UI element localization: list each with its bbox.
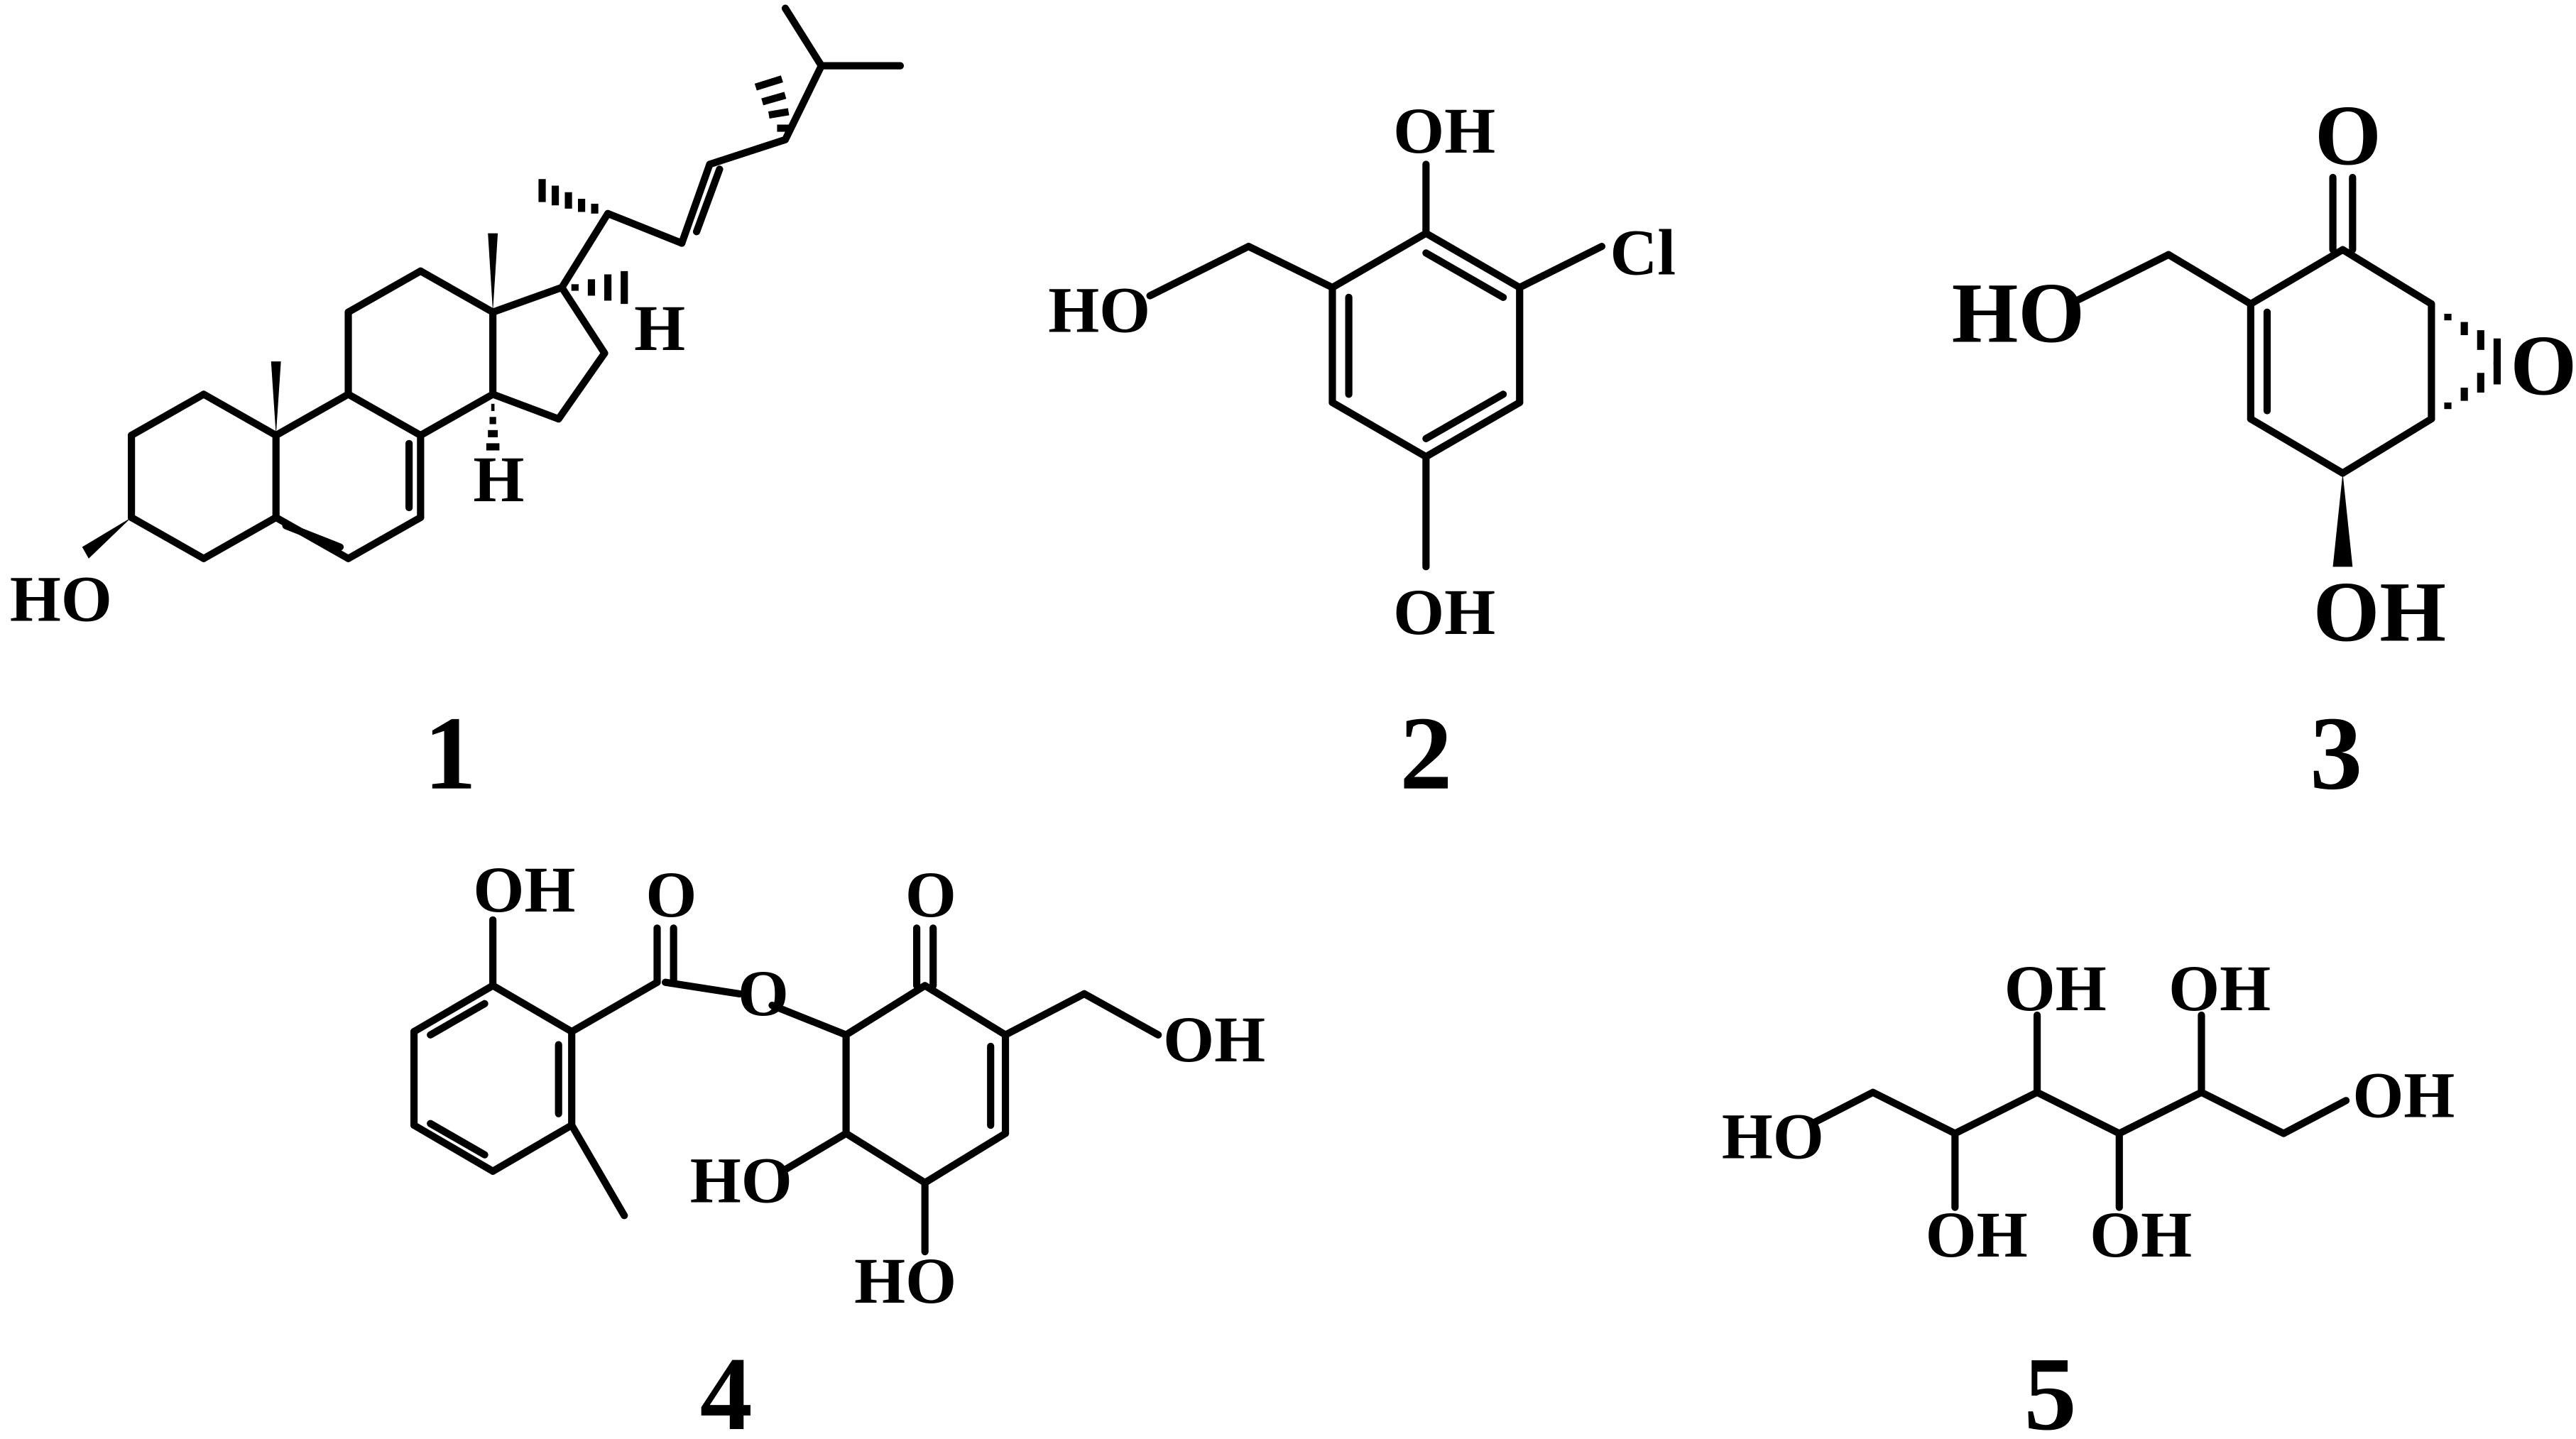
compound-1: HO H H 1 [10, 4, 905, 812]
compound-5: HO OH OH OH OH OH 5 [1722, 953, 2455, 1439]
compound-4-phenol-oh-label: OH [473, 854, 575, 926]
compound-3-number: 3 [2310, 696, 2362, 812]
compound-2-chloro-label: Cl [1610, 217, 1676, 289]
compound-4-carbonyl-o-label: O [645, 859, 697, 931]
compound-2-bottom-oh-label: OH [1393, 576, 1495, 649]
compound-5-right-oh-label: OH [2352, 1059, 2455, 1132]
compound-3-epoxide-o-label: O [2510, 319, 2576, 413]
compound-2-number: 2 [1399, 696, 1452, 812]
compound-2-top-oh-label: OH [1393, 95, 1495, 168]
compound-5-top-oh-b-label: OH [2168, 953, 2271, 1025]
compound-1-h17-label: H [634, 292, 685, 365]
compound-5-bottom-oh-a-label: OH [1926, 1199, 2028, 1271]
compound-3-hydroxymethyl-label: HO [1952, 266, 2085, 361]
compound-4-hydroxymethyl-oh-label: OH [1163, 1004, 1265, 1076]
compound-3-bottom-oh-label: OH [2313, 565, 2446, 660]
compound-5-top-oh-a-label: OH [2004, 953, 2107, 1025]
compound-4-number: 4 [700, 1336, 753, 1439]
compound-3: O HO O OH 3 [1952, 89, 2576, 811]
compound-1-h14-label: H [473, 444, 524, 516]
compound-5-number: 5 [2024, 1336, 2077, 1439]
compound-2: OH Cl HO OH 2 [1048, 95, 1676, 811]
compound-4-ring-oh-a-label: HO [690, 1145, 792, 1218]
compound-1-hydroxyl-label: HO [10, 564, 112, 636]
compound-4-ring-oh-b-label: HO [854, 1245, 956, 1318]
compound-4: OH O O O OH HO HO 4 [410, 854, 1265, 1439]
compound-4-ketone-o-label: O [905, 859, 956, 931]
compound-5-bottom-oh-b-label: OH [2090, 1199, 2192, 1271]
compound-2-hydroxymethyl-label: HO [1048, 274, 1150, 346]
compound-1-number: 1 [424, 696, 476, 812]
compound-4-ester-o-label: O [738, 958, 789, 1030]
compound-3-ketone-o-label: O [2315, 89, 2381, 183]
compound-5-left-ho-label: HO [1722, 1100, 1824, 1173]
